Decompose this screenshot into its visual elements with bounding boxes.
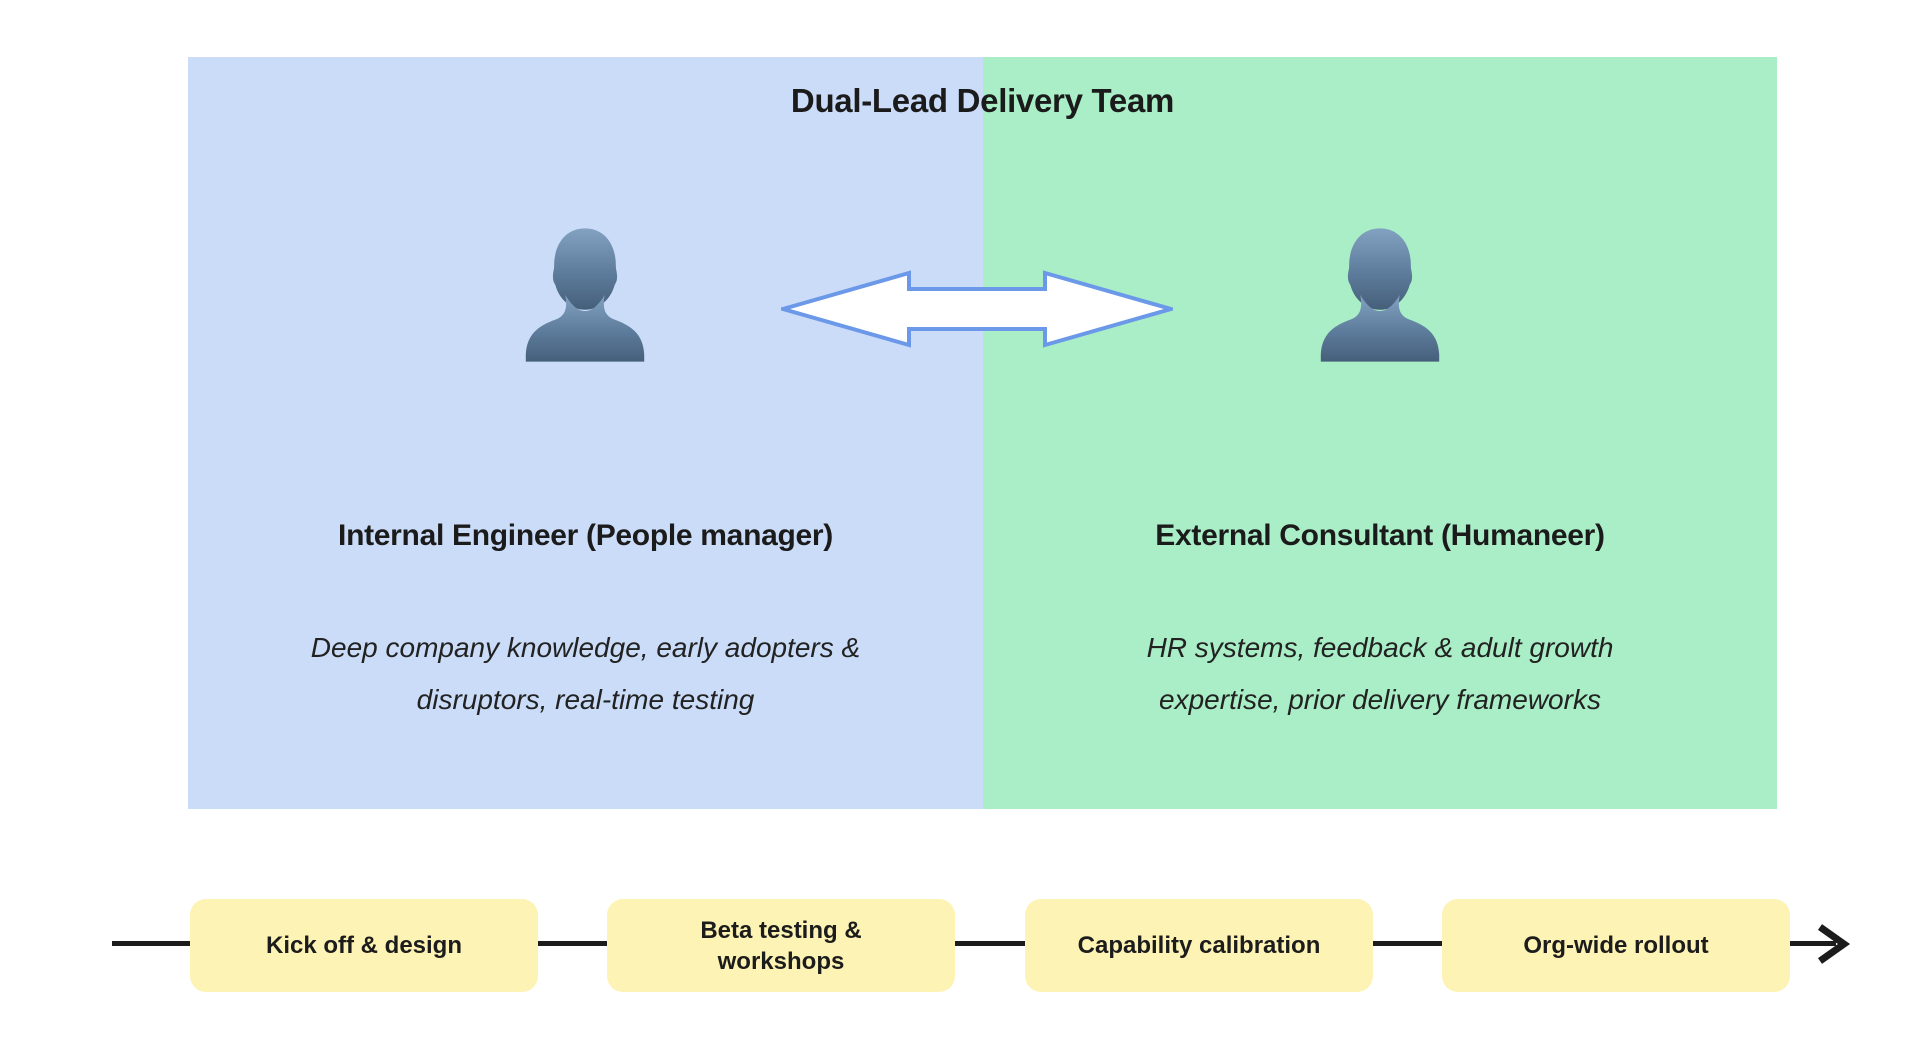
timeline-arrowhead-icon bbox=[1817, 924, 1851, 964]
external-consultant-panel bbox=[982, 57, 1777, 809]
internal-engineer-heading: Internal Engineer (People manager) bbox=[338, 519, 833, 552]
person-icon bbox=[1320, 228, 1440, 362]
timeline-stage-kickoff: Kick off & design bbox=[190, 899, 538, 992]
timeline-stage-capability-calibration: Capability calibration bbox=[1025, 899, 1373, 992]
timeline-stage-beta-testing: Beta testing & workshops bbox=[607, 899, 955, 992]
timeline-line bbox=[112, 941, 1836, 946]
external-consultant-heading: External Consultant (Humaneer) bbox=[1155, 519, 1605, 552]
double-arrow-icon bbox=[781, 270, 1173, 348]
internal-engineer-description: Deep company knowledge, early adopters &… bbox=[310, 632, 861, 715]
person-icon bbox=[525, 228, 645, 362]
external-consultant-description: HR systems, feedback & adult growth expe… bbox=[1146, 632, 1614, 715]
timeline-stage-org-wide-rollout: Org-wide rollout bbox=[1442, 899, 1790, 992]
dual-panel bbox=[188, 57, 1777, 809]
page-title: Dual-Lead Delivery Team bbox=[790, 82, 1175, 119]
internal-engineer-panel bbox=[188, 57, 983, 809]
